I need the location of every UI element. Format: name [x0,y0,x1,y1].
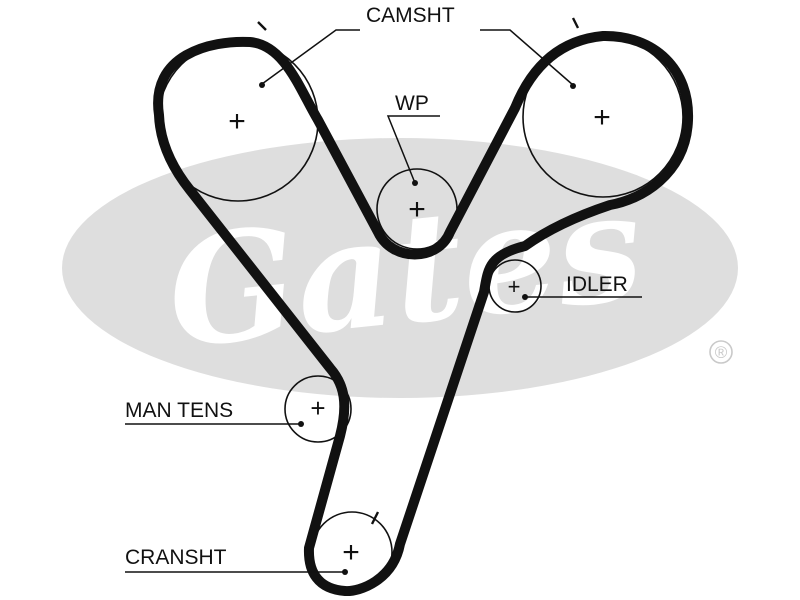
water-pump-leader [386,115,440,184]
idler-center-mark: + [508,274,521,299]
camshaft-right-timing-mark [571,17,580,29]
timing-marks [257,17,580,525]
label-idler: IDLER [566,273,628,296]
camshaft-leader-right [480,29,574,86]
camshaft-left-timing-mark [257,21,267,31]
timing-belt [153,30,694,597]
registered-mark-circle [709,340,733,364]
camshaft-left-center-mark: + [228,105,246,138]
center-marks: + + + + + + [228,101,611,569]
labels: CAMSHT WP IDLER MAN TENS CRANSHT [125,4,628,569]
camshaft-left-dot [259,82,265,88]
label-camshaft: CAMSHT [366,4,455,27]
manual-tensioner-dot [298,421,304,427]
camshaft-right-dot [570,83,576,89]
label-water-pump: WP [395,92,429,115]
gates-watermark-logo: Gates ® [62,138,738,398]
manual-tensioner-center-mark: + [310,393,325,423]
camshaft-right-center-mark: + [593,101,611,134]
leader-lines [125,29,642,573]
crankshaft-timing-mark [370,511,380,525]
leader-dots [259,82,576,575]
crankshaft-center-mark: + [342,536,360,569]
camshaft-leader-left [261,29,360,85]
water-pump-dot [412,180,418,186]
manual-tensioner-pulley [284,375,352,443]
registered-mark: ® [715,343,728,362]
idler-dot [522,294,528,300]
label-manual-tensioner: MAN TENS [125,399,233,422]
water-pump-center-mark: + [408,193,426,226]
label-crankshaft: CRANSHT [125,546,227,569]
crankshaft-dot [342,569,348,575]
watermark-ellipse [62,138,738,398]
